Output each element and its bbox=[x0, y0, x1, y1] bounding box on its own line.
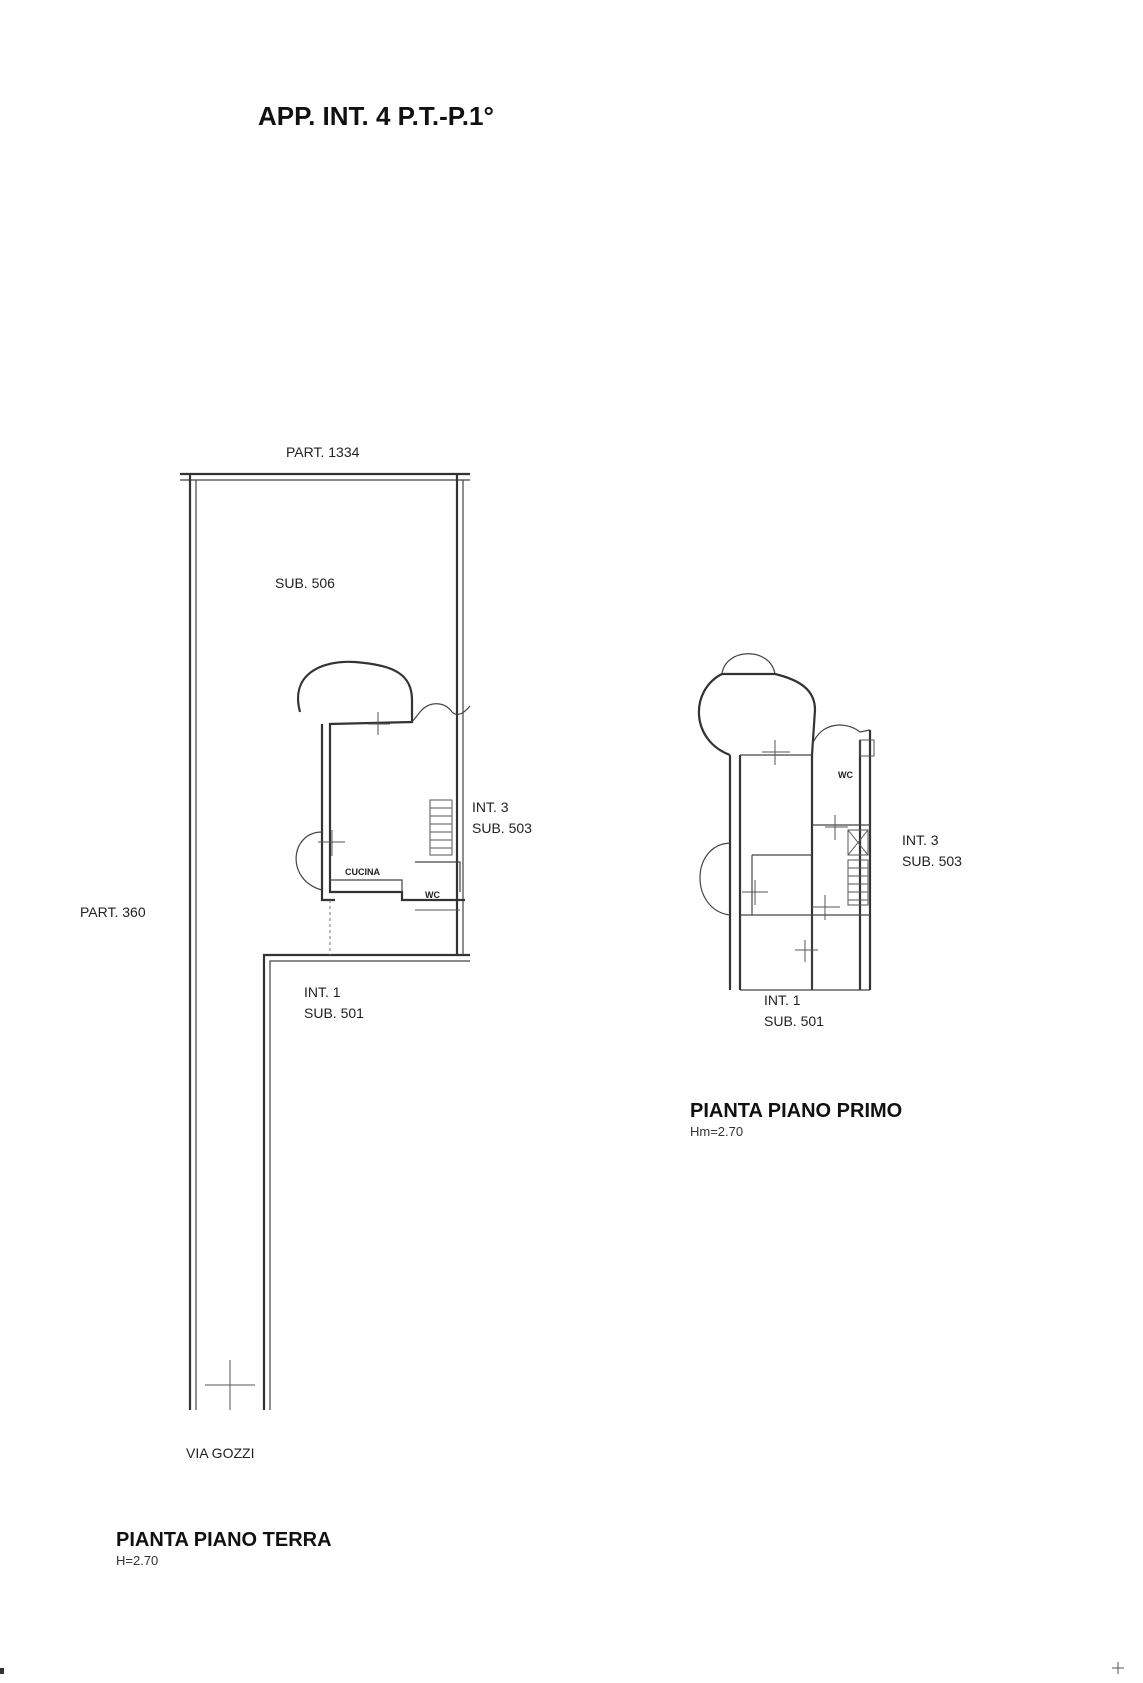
first-floor-north-room bbox=[697, 672, 817, 757]
sub-right-label: SUB. 503 bbox=[472, 820, 532, 836]
wc-partition bbox=[415, 861, 461, 892]
first-floor-door-mark-5 bbox=[825, 815, 848, 840]
part-top-label: PART. 1334 bbox=[286, 444, 360, 460]
corner-dot bbox=[0, 1668, 4, 1674]
first-floor-stairs bbox=[847, 829, 869, 906]
kitchen-label: CUCINA bbox=[345, 867, 380, 877]
first-int-right-label: INT. 3 bbox=[902, 832, 939, 848]
first-floor-door-mark-4 bbox=[795, 940, 818, 962]
first-sub-bottom-label: SUB. 501 bbox=[764, 1013, 824, 1029]
partition-f bbox=[740, 915, 870, 991]
lot-inner-boundary bbox=[262, 953, 470, 1410]
first-wc-label: WC bbox=[838, 770, 853, 780]
ground-floor-stair-arc bbox=[411, 703, 471, 723]
first-floor-dome bbox=[721, 653, 776, 675]
ground-floor-height: H=2.70 bbox=[116, 1553, 158, 1568]
part-left-label: PART. 360 bbox=[80, 904, 146, 920]
int-bottom-label: INT. 1 bbox=[304, 984, 341, 1000]
ground-floor-stairs bbox=[429, 799, 453, 856]
ground-floor-title: PIANTA PIANO TERRA bbox=[116, 1529, 332, 1551]
first-floor-height: Hm=2.70 bbox=[690, 1124, 743, 1139]
first-floor-title: PIANTA PIANO PRIMO bbox=[690, 1100, 902, 1122]
first-floor-shaft bbox=[859, 739, 875, 757]
ground-floor-plan: PART. 1334 PART. 360 SUB. 506 INT. 3 SUB… bbox=[80, 444, 532, 1568]
street-label: VIA GOZZI bbox=[186, 1445, 254, 1461]
first-sub-right-label: SUB. 503 bbox=[902, 853, 962, 869]
entrance-mark bbox=[368, 712, 390, 735]
first-floor-plan: WC INT. 3 SUB. 503 INT. 1 SUB. 501 PIANT… bbox=[690, 653, 962, 1139]
ground-wc-label: WC bbox=[425, 890, 440, 900]
lot-inner-boundary-inner bbox=[269, 960, 470, 1410]
first-floor-stair-arc bbox=[811, 724, 871, 746]
first-floor-bay bbox=[699, 842, 731, 916]
kitchen-door-mark bbox=[318, 830, 345, 856]
sub-bottom-label: SUB. 501 bbox=[304, 1005, 364, 1021]
first-floor-door-mark-3 bbox=[812, 895, 840, 920]
ground-floor-west-wall bbox=[320, 724, 335, 902]
kitchen-bay bbox=[295, 831, 323, 891]
first-floor-door-mark-2 bbox=[742, 880, 768, 905]
ground-floor-walls bbox=[297, 660, 465, 902]
int-right-label: INT. 3 bbox=[472, 799, 509, 815]
sheet-title: APP. INT. 4 P.T.-P.1° bbox=[258, 101, 494, 131]
corner-register-mark bbox=[1112, 1662, 1124, 1674]
first-floor-door-mark-1 bbox=[762, 740, 790, 765]
first-int-bottom-label: INT. 1 bbox=[764, 992, 801, 1008]
sub-area-label: SUB. 506 bbox=[275, 575, 335, 591]
kitchen-partition bbox=[330, 879, 403, 892]
street-access-mark bbox=[205, 1360, 255, 1410]
